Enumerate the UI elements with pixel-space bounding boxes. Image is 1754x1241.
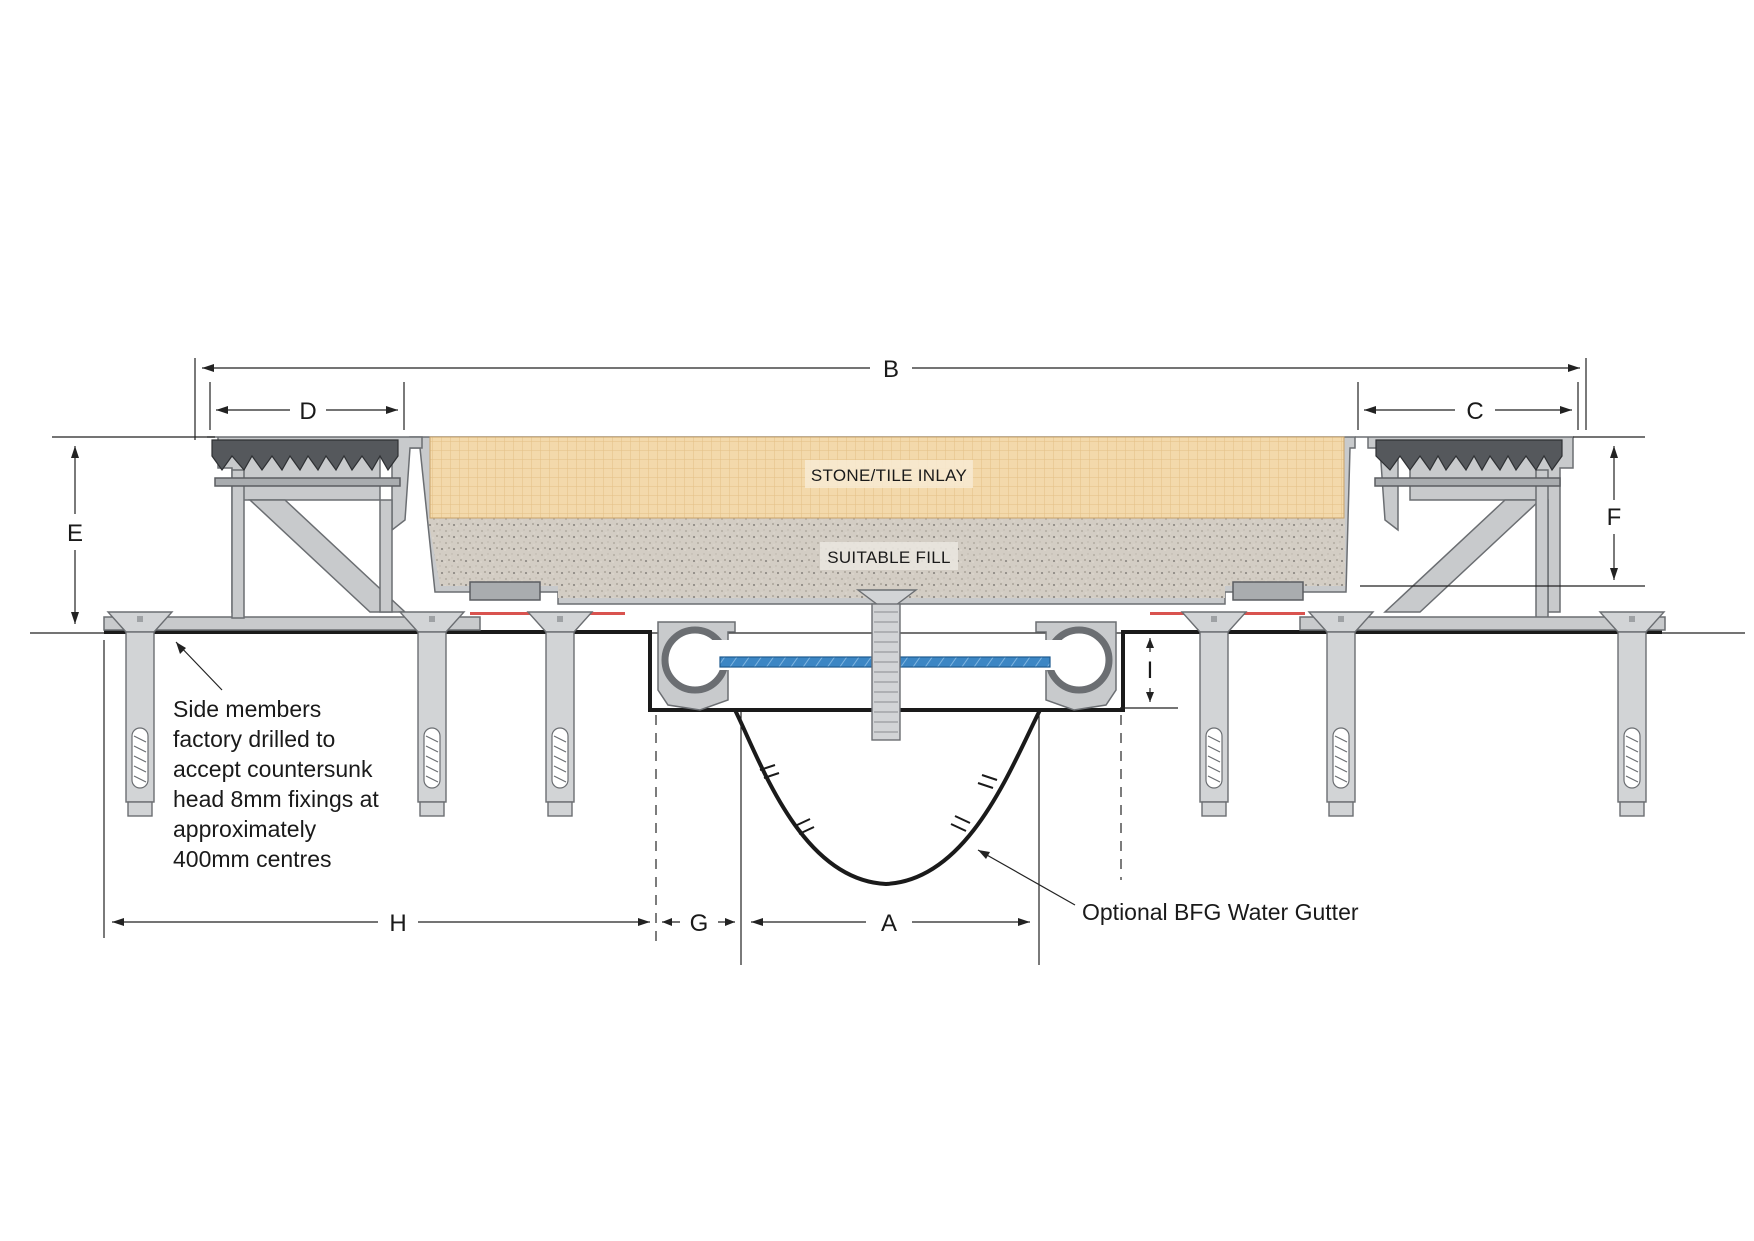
side-members-note: Side members factory drilled to accept c…	[173, 641, 379, 872]
anchor-6	[1598, 611, 1666, 817]
dim-f-label: F	[1607, 504, 1622, 531]
left-gutter-clip	[657, 621, 736, 711]
anchor-2	[398, 611, 466, 817]
side-note-line-3: accept countersunk	[173, 756, 373, 782]
dim-b-label: B	[883, 356, 899, 383]
dim-a-label: A	[881, 910, 897, 937]
dim-g-label: G	[690, 910, 709, 937]
centre-tray: STONE/TILE INLAY SUITABLE FILL	[409, 436, 1356, 605]
anchor-1	[106, 611, 174, 817]
left-side-member	[103, 436, 625, 631]
side-note-line-2: factory drilled to	[173, 726, 335, 752]
dim-h-label: H	[389, 910, 406, 937]
anchor-5	[1307, 611, 1375, 817]
inlay-label: STONE/TILE INLAY	[811, 466, 967, 485]
dim-i-label: I	[1147, 657, 1154, 684]
dim-d-label: D	[299, 398, 316, 425]
left-rubber-seal	[211, 439, 399, 472]
centre-bolt	[855, 589, 919, 741]
side-note-line-6: 400mm centres	[173, 846, 332, 872]
water-gutter-note: Optional BFG Water Gutter	[977, 849, 1359, 925]
anchor-3	[526, 611, 594, 817]
anchor-4	[1180, 611, 1248, 817]
fill-label: SUITABLE FILL	[827, 548, 951, 567]
dimensions: B D C E F I	[52, 356, 1645, 965]
dim-e-label: E	[67, 520, 83, 547]
right-rubber-seal	[1375, 439, 1563, 472]
gutter-note-label: Optional BFG Water Gutter	[1082, 899, 1359, 925]
side-note-line-5: approximately	[173, 816, 317, 842]
water-gutter	[733, 709, 1042, 887]
anchor-fixings	[106, 611, 1666, 817]
dim-c-label: C	[1466, 398, 1483, 425]
side-note-line-1: Side members	[173, 696, 321, 722]
side-note-line-4: head 8mm fixings at	[173, 786, 379, 812]
